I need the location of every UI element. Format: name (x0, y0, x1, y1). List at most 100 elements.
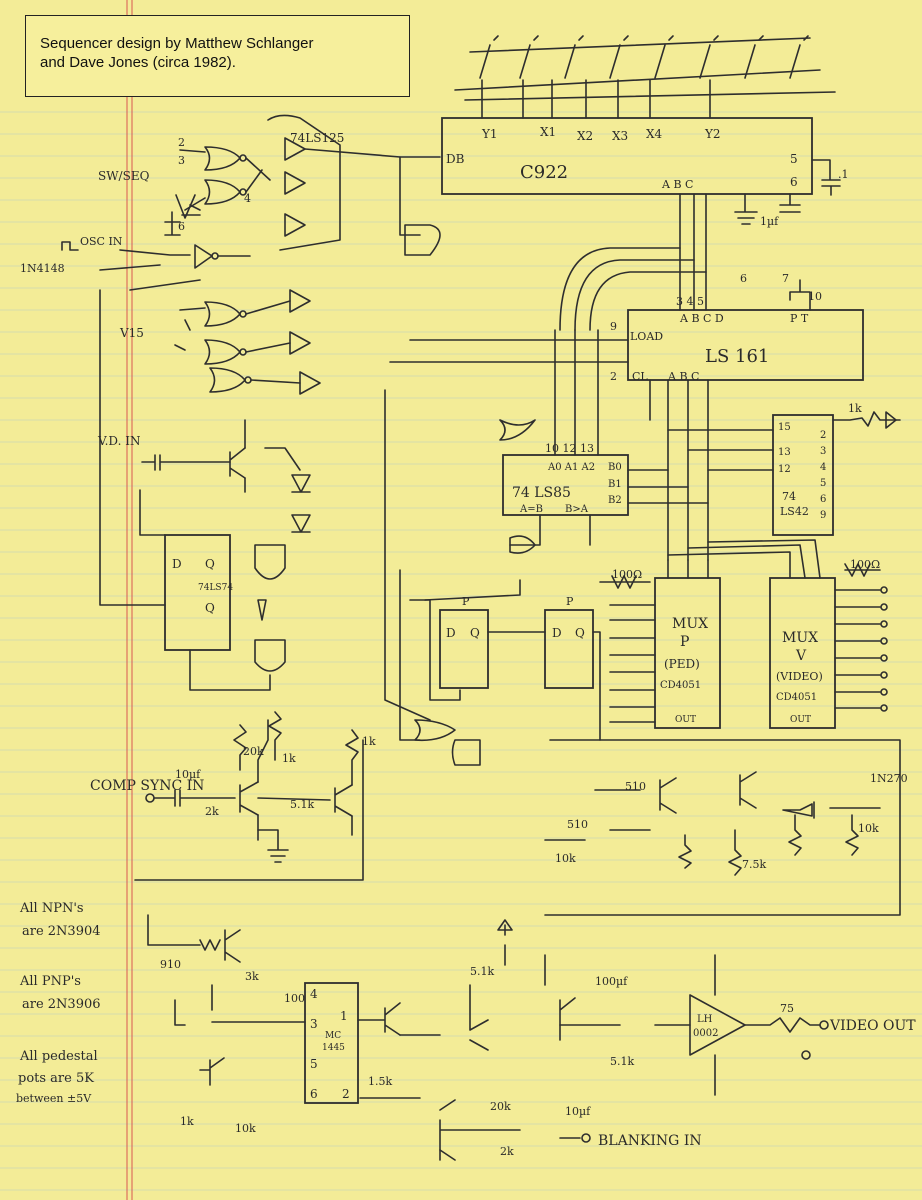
note-pnp-1: All PNP's (19, 974, 81, 989)
svg-text:10: 10 (808, 290, 822, 303)
svg-text:6: 6 (820, 494, 826, 505)
and-gates-left (99, 279, 286, 691)
value-1k-b: 1k (362, 735, 376, 748)
vd-input (141, 419, 311, 533)
ls125-buffers (267, 114, 441, 395)
svg-text:Q: Q (205, 601, 215, 615)
svg-text:OUT: OUT (675, 715, 696, 725)
value-10k-a: 10k (555, 852, 576, 865)
svg-text:X4: X4 (646, 127, 663, 141)
chip-ls42: 74 LS42 2 3 4 5 6 9 15 13 12 (772, 414, 834, 536)
diode-label: 1N4148 (20, 262, 65, 275)
svg-text:2: 2 (610, 370, 617, 383)
svg-text:B0: B0 (608, 462, 622, 473)
svg-text:74: 74 (782, 490, 796, 503)
note-pots-1: All pedestal (19, 1049, 98, 1064)
svg-text:9: 9 (610, 320, 617, 333)
svg-text:12: 12 (778, 464, 791, 475)
ruled-lines (0, 111, 922, 1191)
svg-text:5: 5 (820, 478, 826, 489)
svg-text:D: D (172, 557, 182, 571)
svg-text:A B C: A B C (667, 370, 699, 383)
value-7-5k: 7.5k (742, 858, 766, 871)
output-stage (147, 914, 829, 1161)
svg-text:Q: Q (470, 626, 480, 640)
ls85-label: 74 LS85 (512, 485, 571, 501)
note-npn-1: All NPN's (19, 901, 84, 916)
value-100: 100 (284, 992, 305, 1005)
svg-text:13: 13 (778, 447, 791, 458)
svg-text:X1: X1 (540, 125, 556, 139)
value-5-1k-a: 5.1k (290, 798, 314, 811)
value-1k-c: 1k (180, 1115, 194, 1128)
svg-text:3: 3 (178, 154, 185, 167)
svg-text:4: 4 (820, 462, 826, 473)
osc-in-label: OSC IN (80, 235, 123, 248)
mux-p-line3: (PED) (664, 657, 700, 671)
svg-text:D: D (552, 626, 562, 640)
svg-text:6: 6 (740, 272, 747, 285)
svg-text:2: 2 (342, 1087, 350, 1101)
value-1-5k: 1.5k (368, 1075, 392, 1088)
svg-text:3 4 5: 3 4 5 (676, 295, 704, 308)
note-pots-3: between ±5V (16, 1092, 92, 1105)
ls74-label: 74LS74 (198, 583, 233, 593)
svg-text:P T: P T (790, 312, 809, 325)
svg-text:DB: DB (446, 152, 465, 166)
note-pots-2: pots are 5K (18, 1071, 94, 1086)
svg-text:LOAD: LOAD (630, 330, 663, 343)
svg-text:7: 7 (782, 272, 789, 285)
svg-text:100Ω: 100Ω (850, 558, 880, 571)
switch-row (454, 35, 836, 119)
svg-text:1: 1 (340, 1009, 348, 1023)
v15-label: V15 (119, 326, 144, 340)
value-10k-c: 10k (235, 1122, 256, 1135)
svg-text:P: P (462, 595, 470, 608)
blanking-label: BLANKING IN (598, 1133, 702, 1149)
comp-sync-label: COMP SYNC IN (90, 778, 204, 794)
value-labels: 10µf 20k 2k 1k 5.1k 1k 3k 910 510 510 10… (160, 168, 879, 1158)
chip-ff-mid: D Q D Q P P (439, 595, 594, 689)
note-npn-2: are 2N3904 (22, 924, 101, 939)
svg-text:10 12 13: 10 12 13 (545, 442, 594, 455)
value-0-1: .1 (838, 168, 849, 181)
chip-ff-left: D Q Q 74LS74 (164, 534, 233, 651)
svg-text:P: P (566, 595, 574, 608)
svg-text:B1: B1 (608, 479, 622, 490)
svg-text:Q: Q (205, 557, 215, 571)
svg-text:D: D (446, 626, 456, 640)
svg-text:MC: MC (325, 1031, 341, 1041)
chip-mux-v: MUX V (VIDEO) CD4051 OUT (769, 577, 836, 729)
svg-text:2: 2 (820, 430, 826, 441)
svg-text:A B C D: A B C D (679, 312, 724, 325)
nor-gates-mid (174, 300, 301, 393)
caption-line-1: Sequencer design by Matthew Schlanger (40, 35, 314, 52)
note-pnp-2: are 2N3906 (22, 997, 101, 1012)
svg-text:6: 6 (790, 175, 798, 189)
mux-p-line2: P (680, 634, 689, 650)
chip-mux-p: MUX P (PED) CD4051 OUT (654, 577, 721, 729)
ls161-label: LS 161 (705, 346, 769, 367)
svg-text:4: 4 (244, 192, 251, 205)
value-10uf-b: 10µf (565, 1105, 591, 1118)
value-2k-b: 2k (500, 1145, 514, 1158)
svg-text:6: 6 (178, 220, 185, 233)
comp-sync-circuit (134, 711, 364, 881)
video-out-label: VIDEO OUT (829, 1018, 916, 1034)
value-20k-b: 20k (490, 1100, 511, 1113)
c922-label: C922 (520, 162, 568, 183)
mux-p-line4: CD4051 (660, 680, 701, 691)
svg-text:LH: LH (697, 1014, 713, 1025)
svg-text:9: 9 (820, 510, 826, 521)
sync-stage (544, 739, 901, 916)
svg-text:1k: 1k (848, 402, 862, 415)
mux-p-line1: MUX (672, 616, 708, 632)
chip-ls161: LS 161 LOAD A B C D P T CL A B C 9 2 3 4… (610, 272, 864, 383)
svg-text:CL: CL (632, 370, 648, 383)
svg-text:1445: 1445 (322, 1043, 345, 1053)
ls161-wires (389, 193, 811, 561)
sw-seq-label: SW/SEQ (98, 169, 150, 183)
mux-v-line2: V (795, 648, 807, 664)
svg-text:X3: X3 (612, 129, 628, 143)
